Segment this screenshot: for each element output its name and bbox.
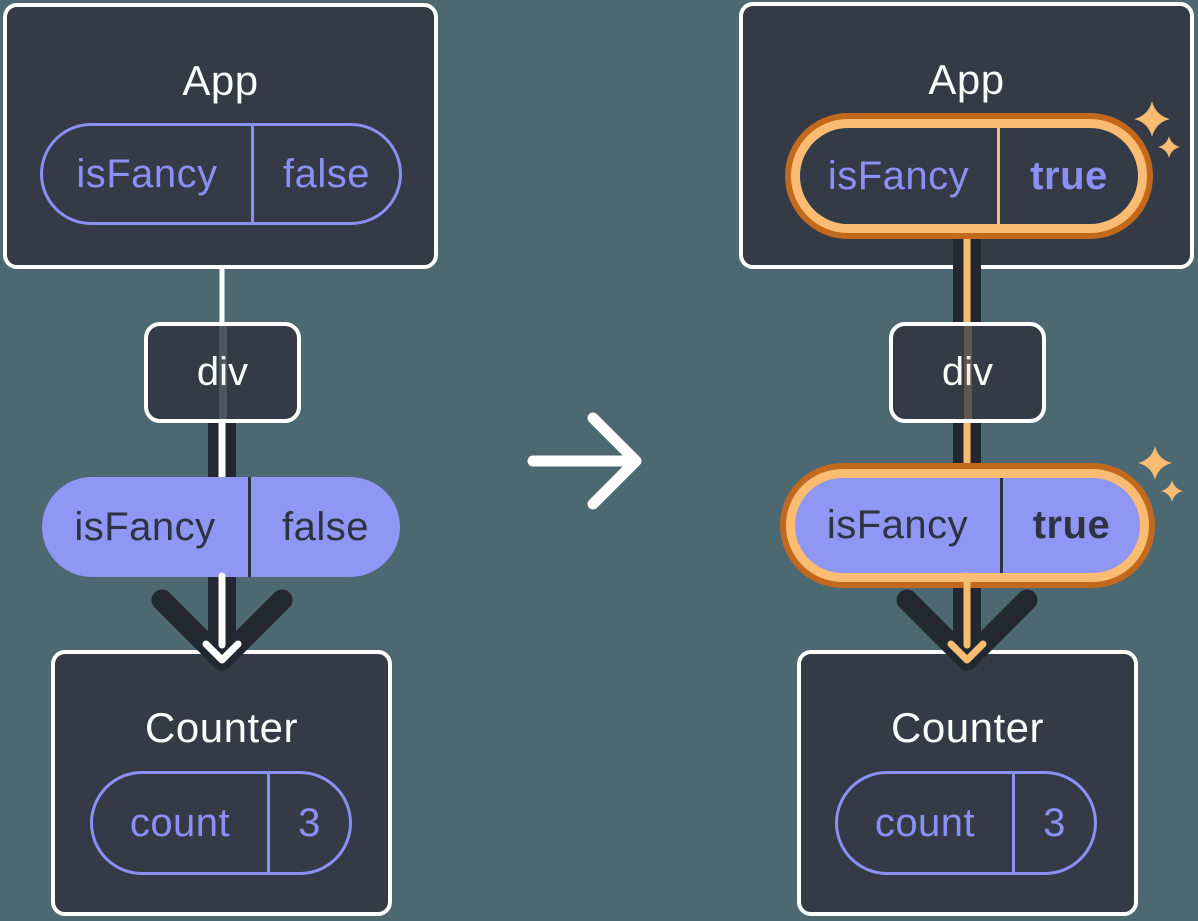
pill-key: isFancy: [826, 503, 969, 547]
pill-key: isFancy: [74, 504, 216, 549]
connector-app-div-before: [219, 268, 225, 325]
pill-value: true: [1000, 478, 1140, 573]
prop-core-after: [963, 421, 971, 480]
div-node-before: div: [144, 322, 301, 423]
pill-value: true: [997, 128, 1138, 224]
prop-band-after: [953, 575, 981, 641]
counter-title: Counter: [891, 704, 1044, 751]
prop-band-before: [208, 421, 236, 479]
pill-value: 3: [1012, 774, 1094, 872]
pill-key: isFancy: [827, 153, 970, 198]
app-title: App: [182, 57, 259, 104]
prop-pill-before: isFancy false: [42, 477, 400, 577]
prop-pill-after: isFancy true: [795, 478, 1140, 573]
pill-value: false: [251, 126, 399, 222]
pass-through-stripe: [963, 326, 972, 419]
div-node-label: div: [941, 350, 994, 394]
div-node-label: div: [196, 350, 249, 394]
div-node-after: div: [889, 322, 1046, 423]
right-arrow-icon: [587, 412, 642, 510]
prop-band-before: [208, 575, 236, 641]
state-pill-app-after: isFancy true: [800, 128, 1138, 224]
prop-core-before: [218, 421, 226, 479]
counter-title: Counter: [145, 704, 298, 751]
pill-key: isFancy: [76, 151, 218, 196]
prop-band-after: [953, 421, 981, 480]
pill-value: 3: [267, 774, 349, 872]
state-pill-counter-before: count 3: [90, 771, 352, 875]
sparkle-icon: [1161, 480, 1183, 502]
pill-key: count: [129, 800, 231, 845]
state-pill-counter-after: count 3: [835, 771, 1097, 875]
app-title: App: [928, 56, 1005, 103]
pill-key: count: [874, 800, 976, 845]
pass-through-stripe: [218, 326, 227, 419]
pill-value: false: [248, 477, 400, 577]
sparkle-icon: [1138, 446, 1172, 480]
state-pill-app-before: isFancy false: [40, 123, 402, 225]
